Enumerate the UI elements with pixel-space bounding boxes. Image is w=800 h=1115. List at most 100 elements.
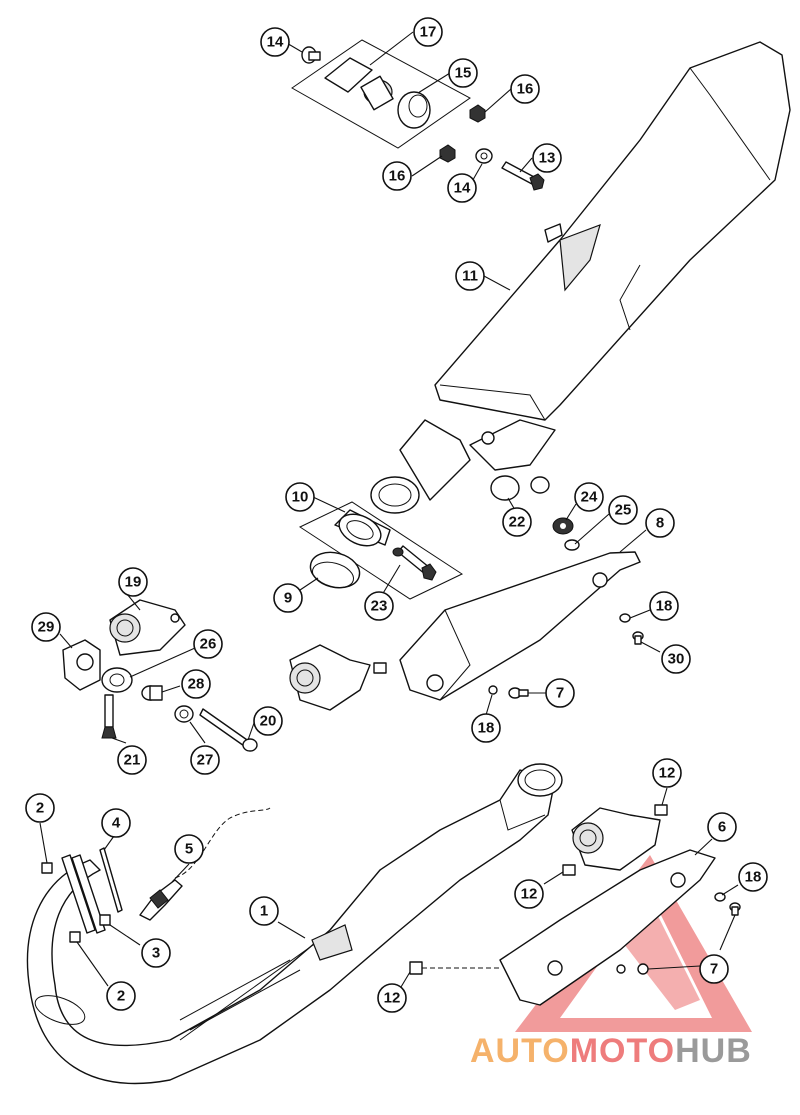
callout-22: 22 — [502, 507, 532, 537]
callout-14-top: 14 — [260, 27, 290, 57]
nut-3 — [99, 914, 111, 926]
callout-26: 26 — [193, 629, 223, 659]
nut-2-upper — [41, 862, 53, 874]
bracket-29 — [62, 639, 101, 691]
callout-30: 30 — [661, 644, 691, 674]
svg-text:26: 26 — [200, 636, 217, 653]
svg-text:15: 15 — [455, 65, 472, 82]
svg-text:18: 18 — [478, 720, 495, 737]
svg-text:23: 23 — [371, 598, 388, 615]
svg-text:30: 30 — [668, 651, 685, 668]
callout-21: 21 — [117, 745, 147, 775]
callout-13: 13 — [532, 143, 562, 173]
callout-3: 3 — [141, 938, 171, 968]
watermark-hub: HUB — [675, 1032, 752, 1070]
callout-4: 4 — [101, 808, 131, 838]
callout-9: 9 — [273, 583, 303, 613]
svg-text:14: 14 — [454, 180, 471, 197]
callout-23: 23 — [364, 591, 394, 621]
callout-6: 6 — [707, 812, 737, 842]
callout-7-rear: 7 — [699, 954, 729, 984]
svg-text:24: 24 — [581, 489, 598, 506]
callout-18-lower: 18 — [471, 713, 501, 743]
callout-11: 11 — [455, 261, 485, 291]
callout-29: 29 — [31, 612, 61, 642]
svg-text:14: 14 — [267, 34, 284, 51]
callout-15: 15 — [448, 58, 478, 88]
nut-16-top — [469, 104, 486, 123]
bolt-23 — [392, 545, 437, 581]
washer-14-mid — [475, 148, 493, 164]
callout-12-lower: 12 — [377, 983, 407, 1013]
washer-27 — [174, 705, 194, 723]
flange-17 — [324, 57, 394, 111]
callout-7-upper: 7 — [545, 678, 575, 708]
svg-text:22: 22 — [509, 514, 526, 531]
svg-text:1: 1 — [260, 903, 268, 920]
nut-18-upper — [619, 613, 631, 623]
nut-18-lower — [488, 685, 498, 695]
callout-27: 27 — [190, 745, 220, 775]
svg-text:28: 28 — [188, 676, 205, 693]
watermark-auto: AUTO — [470, 1032, 570, 1070]
callout-20: 20 — [253, 706, 283, 736]
heat-shield-6 — [499, 849, 716, 1006]
svg-text:12: 12 — [384, 990, 401, 1007]
callout-2-lower: 2 — [106, 981, 136, 1011]
callout-16-mid: 16 — [382, 161, 412, 191]
callout-1: 1 — [249, 896, 279, 926]
svg-text:29: 29 — [38, 619, 55, 636]
lambda-sensor-5 — [139, 879, 183, 921]
watermark-moto: MOTO — [569, 1032, 676, 1070]
nut-7-rear-b — [616, 964, 626, 974]
svg-text:11: 11 — [462, 268, 478, 285]
svg-text:18: 18 — [745, 869, 762, 886]
gasket-ring-9 — [309, 551, 361, 589]
callout-24: 24 — [574, 482, 604, 512]
nut-12-lower — [409, 961, 423, 975]
callout-10: 10 — [285, 482, 315, 512]
nut-16-mid — [439, 144, 456, 163]
bolt-13 — [501, 161, 545, 191]
callout-2-upper: 2 — [25, 793, 55, 823]
svg-text:10: 10 — [292, 489, 309, 506]
callout-18-rear: 18 — [738, 862, 768, 892]
svg-text:12: 12 — [521, 886, 538, 903]
svg-text:5: 5 — [185, 841, 193, 858]
callout-19: 19 — [118, 567, 148, 597]
screw-7-rear-c — [637, 963, 649, 975]
clamp-10 — [334, 509, 391, 547]
nut-12-upper — [654, 804, 668, 816]
washer-24 — [552, 517, 574, 535]
svg-text:4: 4 — [112, 815, 121, 832]
spacer-bolt-22 — [530, 476, 550, 494]
rubber-mount-rear — [571, 807, 661, 871]
svg-text:16: 16 — [517, 81, 534, 98]
rubber-mount-19 — [109, 599, 186, 656]
leader-lines — [39, 31, 739, 988]
bushing-26 — [101, 667, 133, 693]
svg-text:18: 18 — [656, 598, 673, 615]
svg-text:16: 16 — [389, 168, 406, 185]
svg-text:7: 7 — [710, 961, 718, 978]
callout-14-mid: 14 — [447, 173, 477, 203]
screw-30 — [632, 631, 644, 645]
svg-text:9: 9 — [284, 590, 292, 607]
bolt-20 — [199, 708, 258, 752]
svg-text:3: 3 — [152, 945, 160, 962]
callout-16-top: 16 — [510, 74, 540, 104]
silencer-11 — [370, 41, 791, 514]
heat-shield-8 — [399, 551, 641, 701]
svg-text:25: 25 — [615, 502, 632, 519]
group-frame-17 — [291, 39, 471, 149]
svg-text:6: 6 — [718, 819, 726, 836]
bolt-14-top — [301, 46, 321, 64]
callout-18-upper: 18 — [649, 591, 679, 621]
gasket-15 — [397, 91, 431, 129]
group-frame-10 — [298, 501, 464, 600]
svg-text:12: 12 — [659, 765, 676, 782]
sleeve-28 — [141, 685, 163, 701]
callout-8: 8 — [645, 508, 675, 538]
screw-7-upper — [508, 687, 529, 699]
svg-text:2: 2 — [36, 800, 44, 817]
